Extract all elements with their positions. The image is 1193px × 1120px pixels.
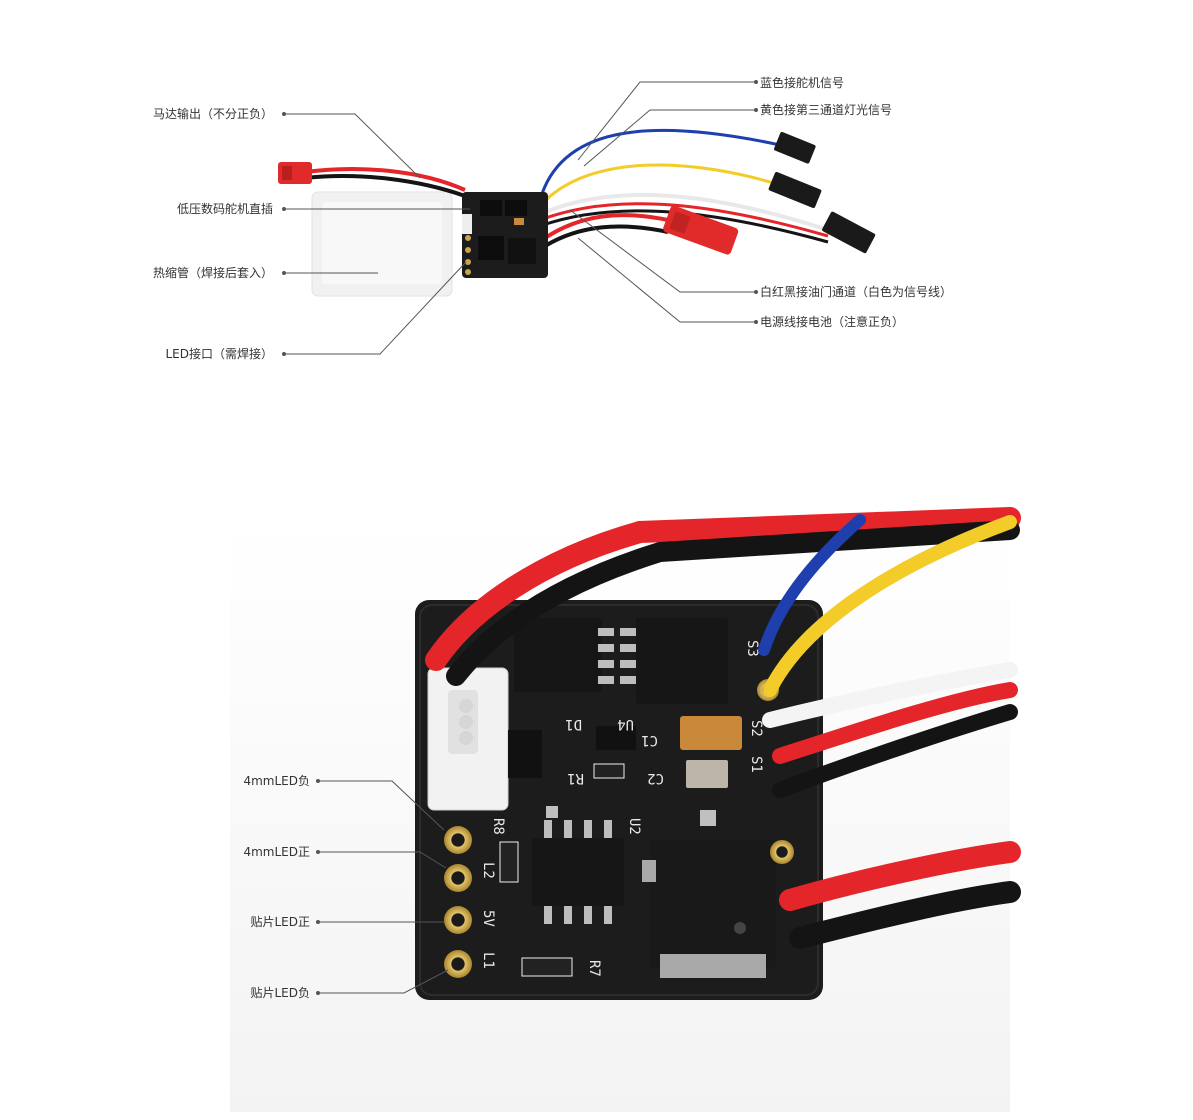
resistor-r1	[593, 763, 625, 779]
label-4mm-led-neg: 4mmLED负	[243, 774, 310, 788]
pad-smd-led-pos	[444, 906, 472, 934]
label-4mm-led-pos: 4mmLED正	[243, 845, 310, 859]
silk-s3: S3	[744, 640, 760, 657]
silk-l2: L2	[480, 862, 496, 879]
signal-wires-large	[758, 514, 1018, 798]
label-battery: 电源线接电池（注意正负）	[760, 314, 904, 329]
power-wire-black	[543, 224, 669, 248]
silk-5v: 5V	[480, 910, 496, 927]
tantalum-capacitor	[680, 716, 742, 750]
mosfet	[642, 840, 776, 978]
chip-u2	[532, 820, 624, 924]
esc-board-large: S3 S2 S1 D1 U4 C1 R1 C2 R8 U2 L2 5V L1 R…	[415, 600, 823, 1000]
motor-wire-black	[304, 174, 466, 198]
capacitor-c2	[686, 760, 728, 788]
silk-d1: D1	[565, 716, 582, 732]
white-wire	[539, 192, 829, 232]
power-wire-red	[543, 213, 669, 240]
top-panel: 马达输出（不分正负） 低压数码舵机直插 热缩管（焊接后套入） LED接口（需焊接…	[153, 75, 952, 361]
label-led-port: LED接口（需焊接）	[165, 346, 273, 361]
label-heat-shrink: 热缩管（焊接后套入）	[153, 265, 273, 280]
label-throttle: 白红黑接油门通道（白色为信号线）	[760, 284, 952, 299]
silk-r8: R8	[490, 818, 506, 835]
motor-connector-red	[278, 162, 312, 184]
servo-jst-plug	[427, 667, 509, 811]
bottom-panel: S3 S2 S1 D1 U4 C1 R1 C2 R8 U2 L2 5V L1 R…	[230, 507, 1021, 1112]
resistor-r7	[521, 957, 573, 977]
label-servo-plug: 低压数码舵机直插	[177, 201, 273, 216]
silk-c2: C2	[647, 770, 664, 786]
label-blue-servo: 蓝色接舵机信号	[760, 75, 844, 90]
silk-u2: U2	[626, 818, 642, 835]
resistor-r8	[499, 841, 519, 883]
red-signal-wire	[539, 202, 829, 238]
silk-l1: L1	[480, 952, 496, 969]
servo-connector-blue	[774, 131, 816, 164]
leader-lines-top	[284, 81, 756, 355]
servo-connector-throttle	[822, 211, 876, 254]
leader-lines-bottom	[318, 780, 449, 994]
label-smd-led-pos: 贴片LED正	[250, 915, 310, 929]
chip-u4	[514, 618, 614, 692]
pad-smd-led-neg	[444, 950, 472, 978]
motor-wire-red	[304, 167, 466, 192]
motor-wires-large	[425, 507, 1021, 686]
diode-d1	[508, 730, 542, 778]
label-smd-led-neg: 贴片LED负	[250, 986, 310, 1000]
silk-c1: C1	[641, 732, 658, 748]
silk-u4: U4	[617, 716, 634, 732]
battery-connector-red	[663, 205, 739, 255]
label-motor-output: 马达输出（不分正负）	[153, 106, 273, 121]
esc-board-small	[462, 192, 548, 278]
silk-s2: S2	[748, 720, 764, 737]
silk-r7: R7	[586, 960, 602, 977]
label-yellow-light: 黄色接第三通道灯光信号	[760, 102, 892, 117]
pad-4mm-led-pos	[444, 864, 472, 892]
yellow-wire	[538, 163, 781, 208]
pad-4mm-led-neg	[444, 826, 472, 854]
silk-s1: S1	[748, 756, 764, 773]
silk-r1: R1	[567, 770, 584, 786]
power-wires-large	[779, 841, 1021, 949]
servo-connector-yellow	[768, 171, 822, 209]
blue-wire	[538, 128, 781, 201]
chip-u3	[620, 618, 728, 704]
